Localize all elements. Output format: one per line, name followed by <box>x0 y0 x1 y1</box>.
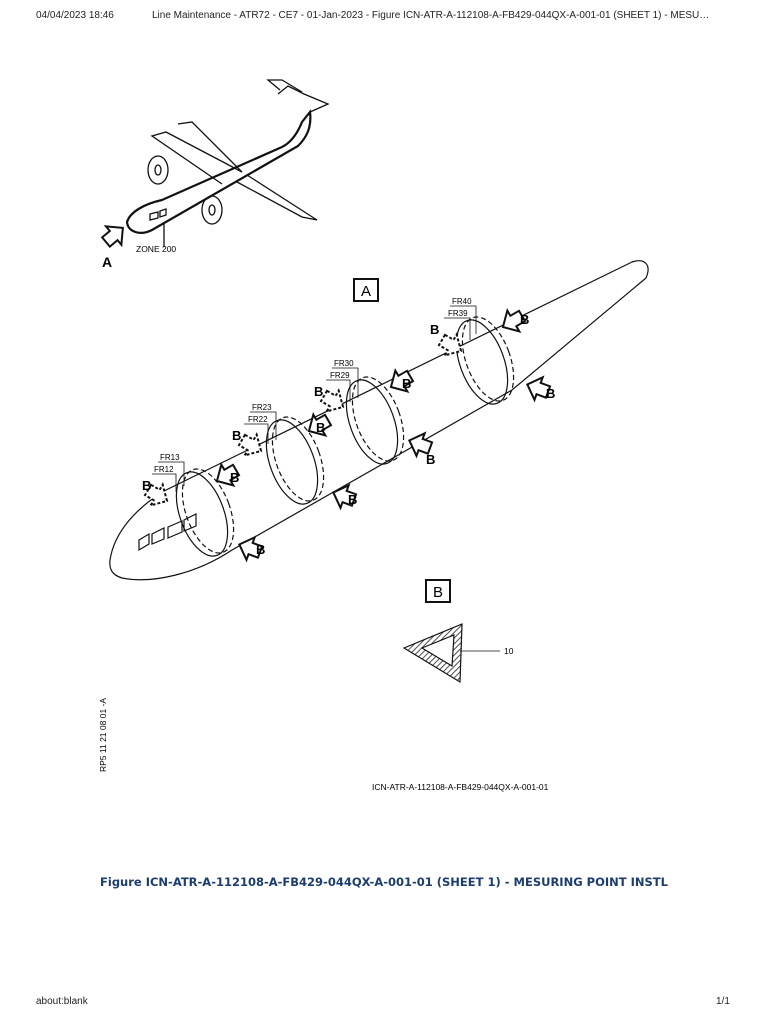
callout-letter: B <box>520 312 529 327</box>
frame-label-fr30: FR30 <box>334 359 354 368</box>
figure-caption: Figure ICN-ATR-A-112108-A-FB429-044QX-A-… <box>100 875 668 889</box>
detail-a-box-label: A <box>361 283 371 300</box>
view-a-label: A <box>102 254 112 270</box>
frame-labels: FR40 FR39 FR30 FR29 FR23 FR22 FR13 FR12 <box>152 297 477 492</box>
callout-letter: B <box>402 376 411 391</box>
zone-label: ZONE 200 <box>136 244 176 254</box>
callout-letter: B <box>348 492 357 507</box>
measuring-point-marker <box>402 623 500 684</box>
callout-letters: B B B B B B B B B B B B <box>142 312 555 557</box>
frame-label-fr13: FR13 <box>160 453 180 462</box>
frame-label-fr29: FR29 <box>330 371 350 380</box>
frame-label-fr40: FR40 <box>452 297 472 306</box>
icn-label: ICN-ATR-A-112108-A-FB429-044QX-A-001-01 <box>372 782 549 792</box>
callout-letter: B <box>316 420 325 435</box>
page-number: 1/1 <box>716 996 730 1007</box>
detail-b-box-label: B <box>433 584 443 601</box>
figure-drawing: A ZONE 200 A FR40 FR39 FR30 FR29 FR23 FR… <box>97 79 649 792</box>
side-code: RP5 11 21 08 01 -A <box>98 698 108 772</box>
frame-label-fr12: FR12 <box>154 465 174 474</box>
callout-letter: B <box>232 428 241 443</box>
print-page-title: Line Maintenance - ATR72 - CE7 - 01-Jan-… <box>152 10 710 21</box>
detail-b-box <box>425 579 451 603</box>
callout-letter: B <box>314 384 323 399</box>
callout-letter: B <box>546 386 555 401</box>
print-url: about:blank <box>36 996 88 1007</box>
callout-letter: B <box>256 542 265 557</box>
callout-letter: B <box>430 322 439 337</box>
aircraft-overview <box>125 79 330 247</box>
frame-label-fr22: FR22 <box>248 415 268 424</box>
callout-letter: B <box>142 478 151 493</box>
view-a-arrow <box>97 217 132 253</box>
fuselage-detail-a <box>109 260 649 581</box>
item-number-label: 10 <box>504 646 514 656</box>
print-datetime: 04/04/2023 18:46 <box>36 10 114 21</box>
callout-letter: B <box>426 452 435 467</box>
detail-a-box <box>353 278 379 302</box>
frame-label-fr23: FR23 <box>252 403 272 412</box>
frame-label-fr39: FR39 <box>448 309 468 318</box>
callout-letter: B <box>230 470 239 485</box>
